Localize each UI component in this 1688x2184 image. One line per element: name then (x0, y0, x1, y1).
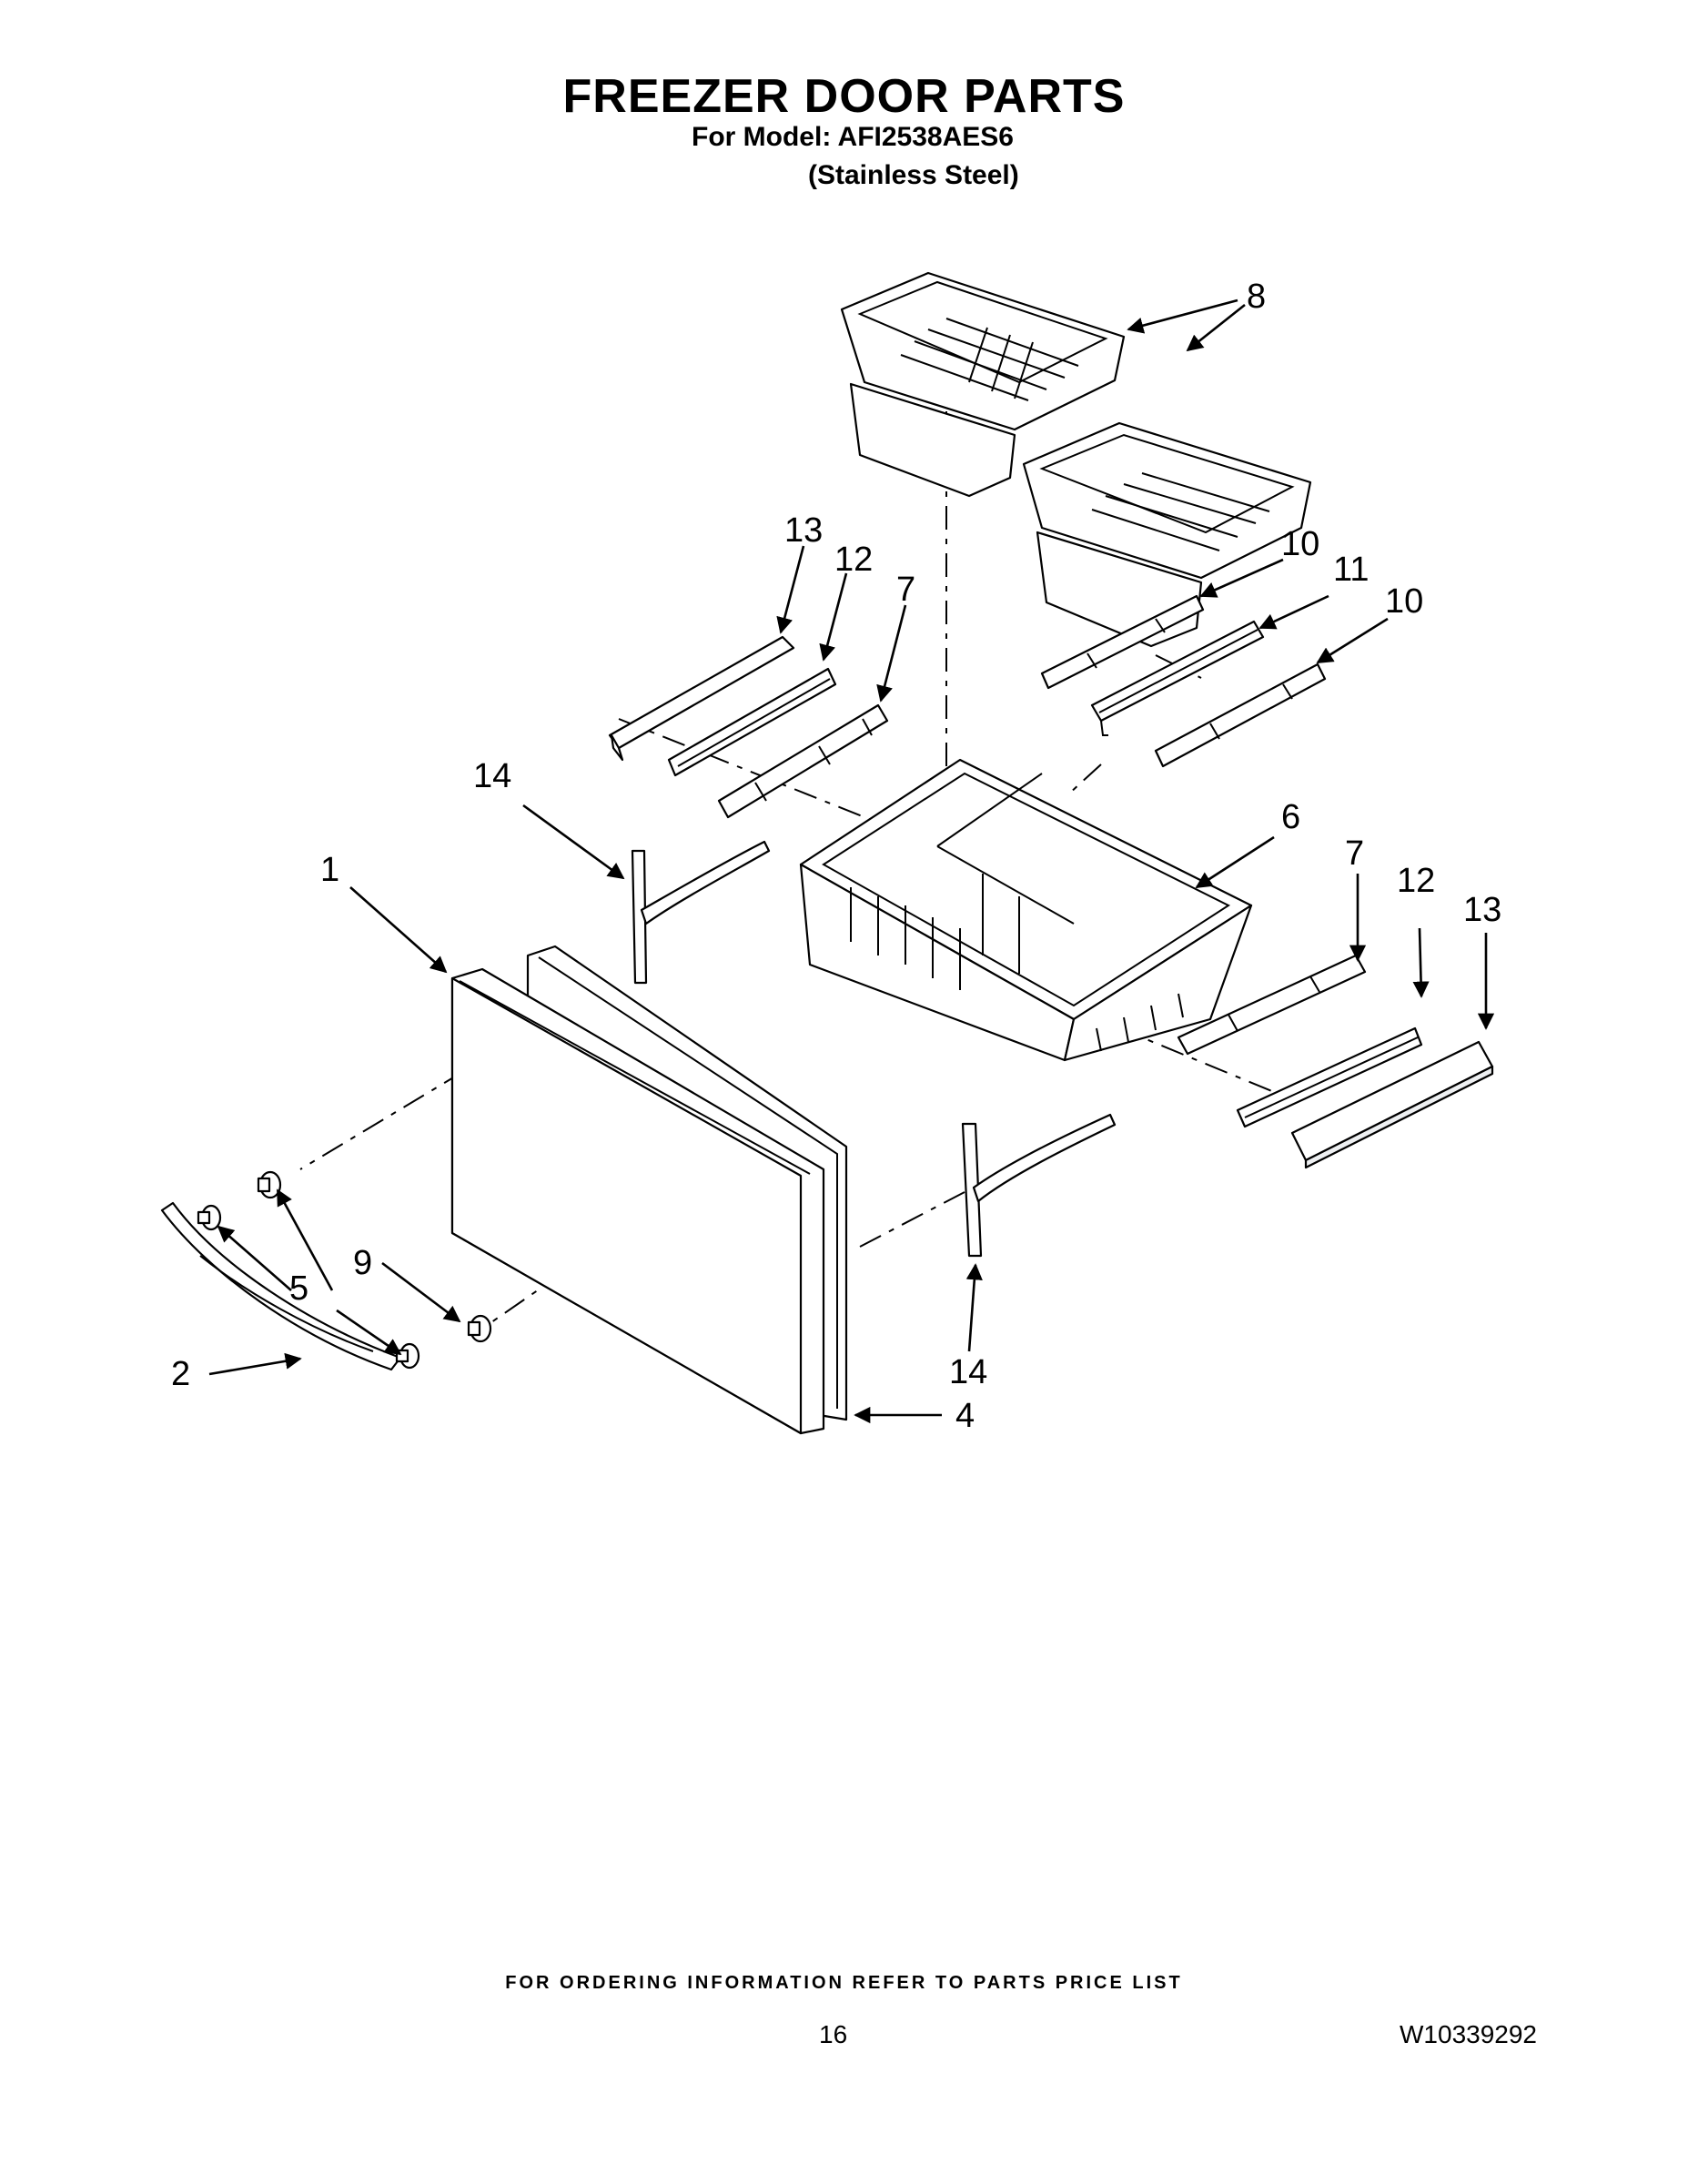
callout-14-lower: 14 (949, 1353, 987, 1391)
document-number: W10339292 (1400, 2020, 1538, 2048)
rail-part-10-upper (1040, 594, 1205, 690)
bracket-part-14-lower (961, 1113, 1117, 1258)
rail-part-7-right (1177, 954, 1367, 1056)
callout-10-lower: 10 (1385, 582, 1423, 621)
ordering-note: FOR ORDERING INFORMATION REFER TO PARTS … (505, 1973, 1183, 1993)
callout-11: 11 (1333, 551, 1369, 589)
fastener-part-9-lower (467, 1314, 492, 1343)
freezer-door-part-1 (450, 967, 825, 1435)
callout-7-right: 7 (1345, 834, 1364, 873)
callout-13-right: 13 (1463, 891, 1501, 929)
callout-9: 9 (353, 1244, 372, 1282)
basket-part-8-upper (840, 271, 1126, 498)
rail-part-10-lower (1154, 662, 1327, 768)
fastener-part-5-lower (395, 1342, 420, 1370)
finish-line: (Stainless Steel) (808, 160, 1019, 190)
callout-13-left: 13 (784, 511, 823, 550)
callout-4: 4 (955, 1397, 975, 1435)
callout-8: 8 (1247, 278, 1266, 316)
callout-1: 1 (320, 851, 339, 889)
bracket-part-14-upper (631, 840, 771, 985)
rail-part-11 (1090, 620, 1265, 736)
callout-leaders (208, 298, 1495, 1424)
callout-12-right: 12 (1397, 862, 1435, 900)
rail-part-12-left (667, 667, 837, 777)
page-number: 16 (819, 2020, 848, 2048)
page-title: FREEZER DOOR PARTS (562, 70, 1126, 123)
model-line: For Model: AFI2538AES6 (692, 122, 1014, 152)
callout-7-left: 7 (896, 571, 915, 609)
rail-part-12-right (1236, 1026, 1423, 1128)
fastener-part-9-upper (257, 1170, 282, 1199)
callout-5: 5 (289, 1269, 308, 1308)
callout-14-upper: 14 (473, 757, 511, 795)
fastener-part-5-upper (197, 1204, 222, 1231)
door-handle-part-2 (160, 1201, 402, 1371)
rail-part-7-left (717, 703, 889, 819)
rail-part-13-right (1290, 1040, 1494, 1169)
callout-10-upper: 10 (1281, 525, 1319, 563)
callout-6: 6 (1281, 798, 1300, 836)
rail-part-13-left (608, 635, 795, 762)
freezer-basket-part-6 (799, 758, 1253, 1062)
callout-2: 2 (171, 1355, 190, 1393)
callout-12-left: 12 (834, 541, 873, 579)
